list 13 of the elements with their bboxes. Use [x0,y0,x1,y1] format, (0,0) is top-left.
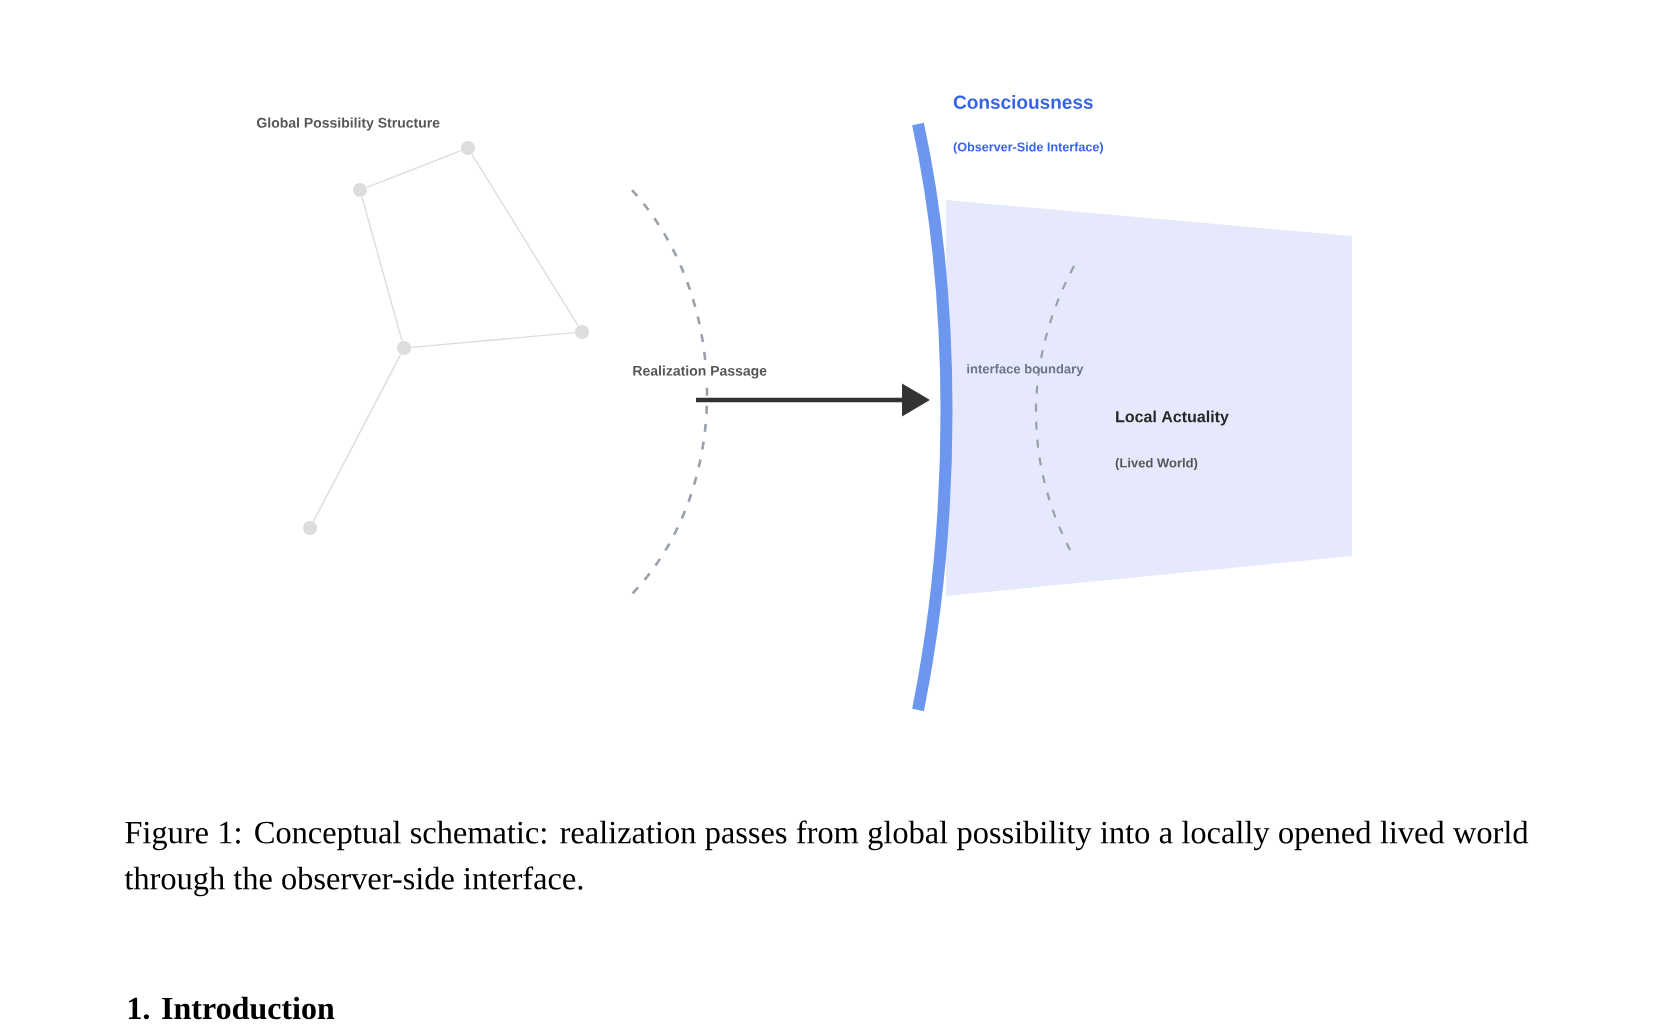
point [303,521,317,535]
line [366,150,462,188]
section-heading: 1. Introduction [129,996,335,1020]
point [575,325,589,339]
point [461,141,475,155]
line [312,353,402,523]
point [353,183,367,197]
line [471,153,579,327]
line [361,196,403,342]
line [410,331,576,349]
point [397,341,411,355]
caption: Figure 1: Conceptual schematic: realization passes from global possibility into a locally opened lived world through the observer-side interface. [124,820,1529,897]
heading: Consciousness [953,95,1093,109]
